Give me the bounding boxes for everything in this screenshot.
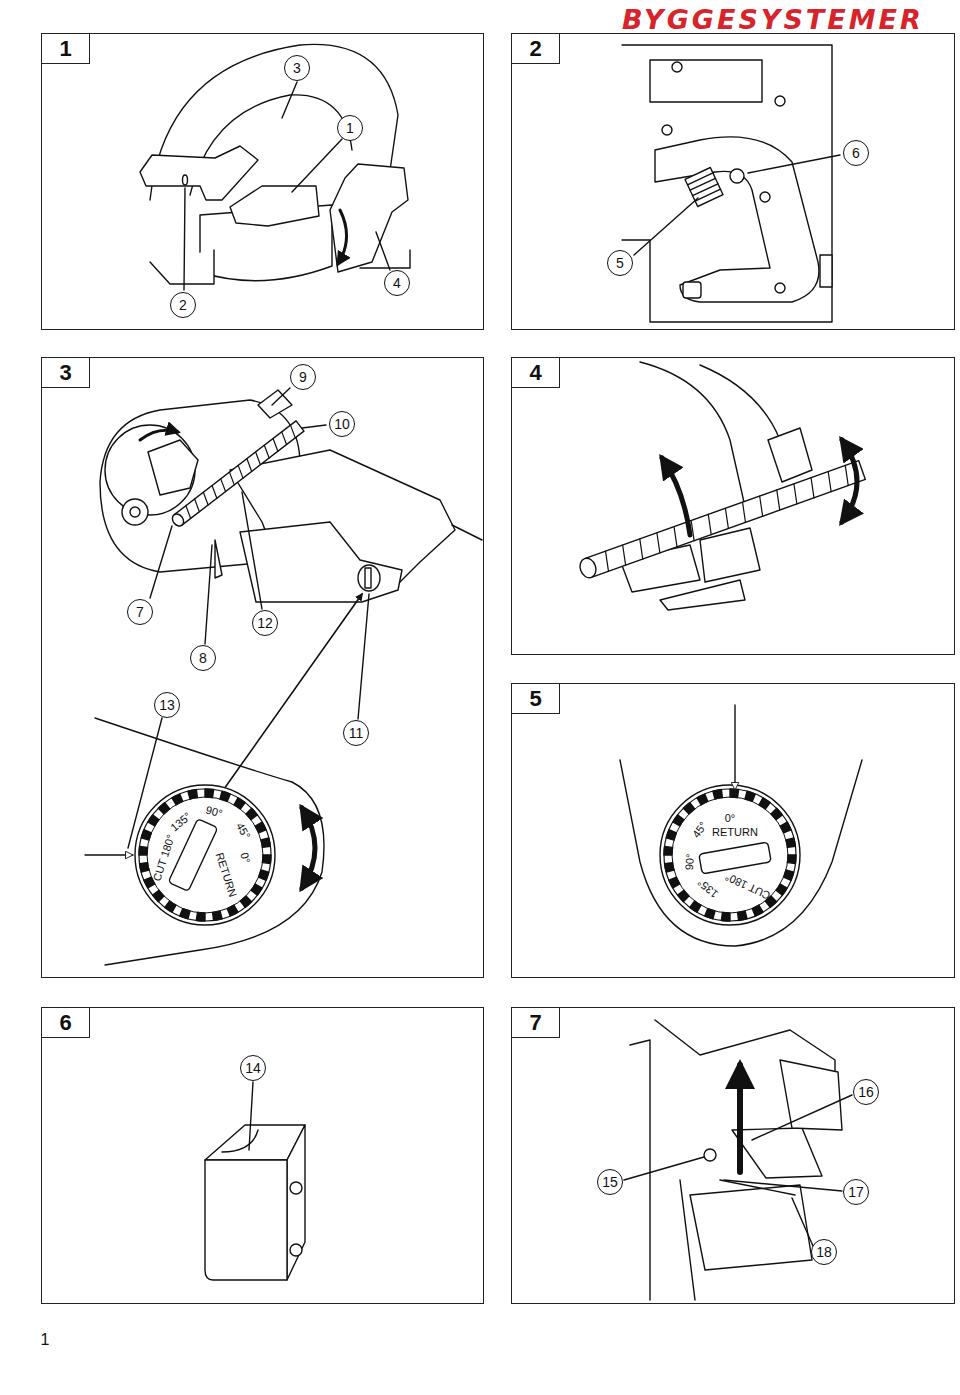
- dial-marking: 90°: [205, 805, 224, 820]
- callout-number: 2: [170, 292, 196, 318]
- callout-number: 11: [343, 720, 369, 746]
- callout-number: 6: [843, 140, 869, 166]
- callout-number: 14: [240, 1055, 266, 1081]
- panel-number-box: 4: [512, 358, 560, 388]
- callout-number: 3: [284, 55, 310, 81]
- panel-number: 2: [529, 38, 541, 60]
- callout-number: 10: [329, 411, 355, 437]
- panel-number-box: 6: [42, 1008, 90, 1038]
- panel-number: 5: [529, 688, 541, 710]
- dial-marking: 0°: [238, 851, 251, 864]
- callout-number: 8: [190, 645, 216, 671]
- dial-marking: 0°: [725, 813, 736, 824]
- panel-number: 6: [59, 1012, 71, 1034]
- dial-marking: 45°: [691, 820, 710, 840]
- figure-panel: 7: [511, 1007, 955, 1304]
- callout-number: 15: [597, 1169, 623, 1195]
- panel-number: 4: [529, 362, 541, 384]
- callout-number: 5: [607, 250, 633, 276]
- callout-number: 1: [337, 115, 363, 141]
- callout-number: 18: [811, 1239, 837, 1265]
- panel-number-box: 1: [42, 34, 90, 64]
- dial-marking: RETURN: [712, 827, 758, 838]
- dial-marking: CUT 180°: [151, 833, 176, 882]
- callout-number: 12: [252, 610, 278, 636]
- dial-marking: 90°: [684, 853, 696, 871]
- figure-panel: 4: [511, 357, 955, 655]
- panel-number-box: 3: [42, 358, 90, 388]
- callout-number: 16: [853, 1079, 879, 1105]
- panel-number-box: 5: [512, 684, 560, 714]
- dial-marking: CUT 180°: [724, 871, 772, 901]
- figure-panel: 3: [41, 357, 484, 978]
- dial-marking: 135°: [169, 810, 194, 833]
- callout-number: 13: [154, 692, 180, 718]
- dial-marking: 45°: [234, 821, 252, 841]
- figure-panel: 6: [41, 1007, 484, 1304]
- panel-number: 1: [59, 38, 71, 60]
- dial-marking: RETURN: [214, 852, 239, 899]
- page-number: 1: [41, 1332, 50, 1348]
- panel-number: 3: [59, 362, 71, 384]
- callout-number: 9: [290, 364, 316, 390]
- callout-number: 4: [384, 270, 410, 296]
- dial-marking: 135°: [696, 876, 721, 899]
- panel-number: 7: [529, 1012, 541, 1034]
- callout-number: 17: [843, 1179, 869, 1205]
- panel-number-box: 2: [512, 34, 560, 64]
- figure-panel: 1: [41, 33, 484, 330]
- panel-number-box: 7: [512, 1008, 560, 1038]
- callout-number: 7: [127, 599, 153, 625]
- figure-panel: 2: [511, 33, 955, 330]
- brand-watermark: BYGGESYSTEMER: [622, 6, 924, 33]
